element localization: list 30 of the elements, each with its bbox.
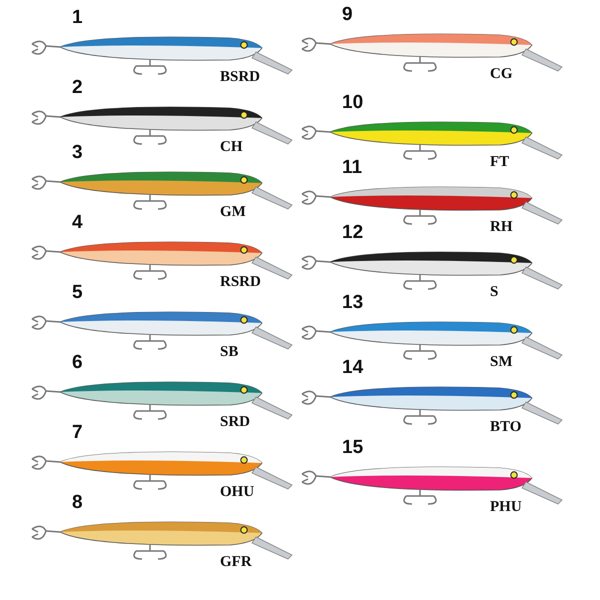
color-code: GM (220, 204, 246, 221)
color-code: FT (490, 154, 510, 171)
callout-number: 10 (342, 92, 364, 114)
callout-number: 15 (342, 437, 364, 459)
callout-number: 7 (72, 422, 83, 444)
color-code: OHU (220, 484, 254, 501)
callout-number: 6 (72, 352, 83, 374)
callout-number: 8 (72, 492, 83, 514)
color-code: SB (220, 344, 238, 361)
color-code: GFR (220, 554, 252, 571)
color-code: PHU (490, 499, 522, 516)
color-code: S (490, 284, 498, 301)
callout-number: 14 (342, 357, 364, 379)
color-code: CH (220, 139, 242, 156)
color-code: BSRD (220, 69, 260, 86)
callout-number: 11 (342, 157, 362, 179)
callout-number: 9 (342, 4, 353, 26)
color-code: BTO (490, 419, 522, 436)
callout-number: 13 (342, 292, 364, 314)
callout-number: 2 (72, 77, 83, 99)
callout-number: 1 (72, 7, 83, 29)
callout-number: 3 (72, 142, 83, 164)
callout-number: 5 (72, 282, 83, 304)
callout-number: 12 (342, 222, 364, 244)
color-code: RH (490, 219, 512, 236)
color-code: SM (490, 354, 512, 371)
color-code: CG (490, 66, 512, 83)
callout-number: 4 (72, 212, 83, 234)
color-code: SRD (220, 414, 250, 431)
color-code: RSRD (220, 274, 261, 291)
